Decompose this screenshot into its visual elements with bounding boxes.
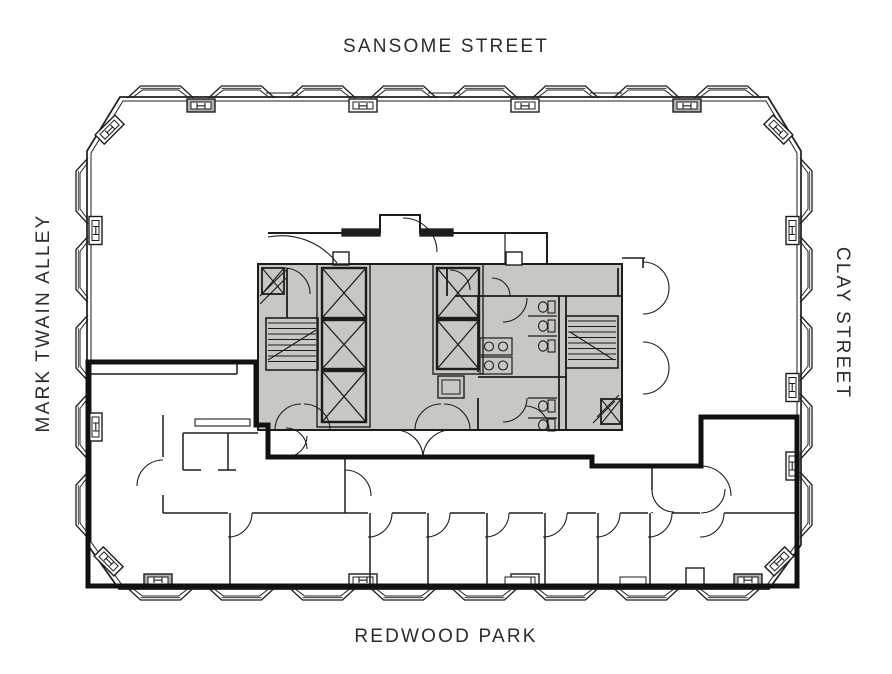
elevator-bank-left — [316, 263, 371, 428]
core-east-doors — [622, 257, 670, 395]
elevator-bank-middle — [432, 263, 484, 375]
core — [257, 214, 670, 432]
stair-west — [265, 317, 319, 371]
street-label-redwood: REDWOOD PARK — [354, 626, 538, 647]
street-label-sansome: SANSOME STREET — [342, 36, 550, 57]
suite-outline — [85, 359, 800, 589]
bay-windows-top — [126, 85, 762, 113]
core-door-arcs — [274, 267, 550, 431]
restroom-sinks — [479, 337, 513, 375]
shaft-small-se — [600, 398, 622, 425]
